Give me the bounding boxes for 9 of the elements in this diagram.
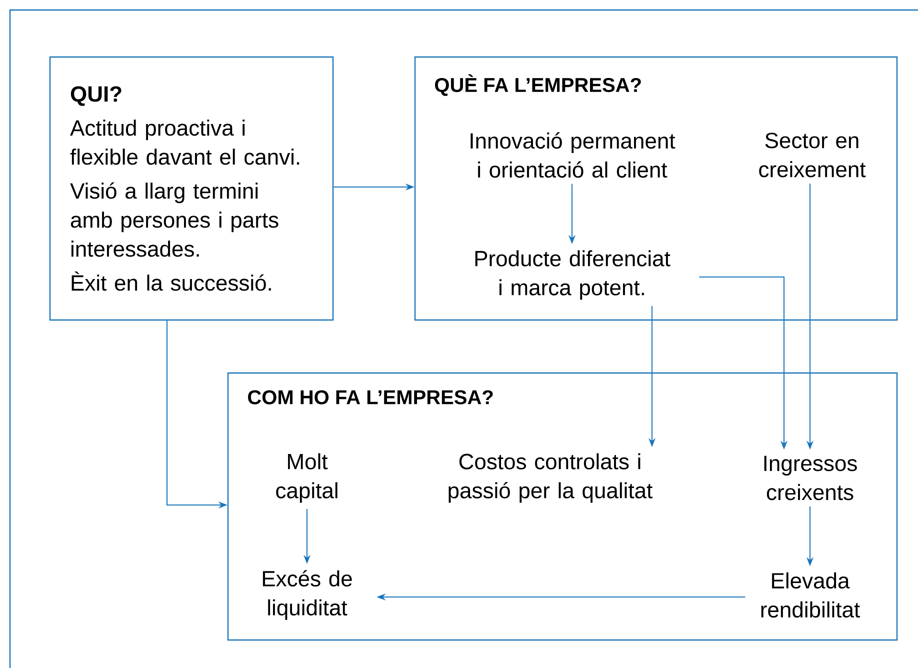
text-label: Ingressos creixents bbox=[764, 456, 857, 500]
text-label: Excés de liquiditat bbox=[262, 570, 352, 620]
text-label: Molt capital bbox=[276, 453, 338, 503]
text-label: Sector en creixement bbox=[759, 132, 866, 178]
text-label: Costos controlats i passió per la qualitat bbox=[448, 453, 652, 503]
text-label: Elevada rendibilitat bbox=[761, 572, 860, 618]
text-box: QUI? Actitud proactiva i flexible davant el canvi. Visió a llarg termini amb persones i parts interessades. Èxit en la successió. bbox=[49, 56, 334, 321]
text-label: Producte diferenciat i marca potent. bbox=[475, 250, 670, 300]
text-label: Innovació permanent i orientació al client bbox=[470, 132, 676, 178]
